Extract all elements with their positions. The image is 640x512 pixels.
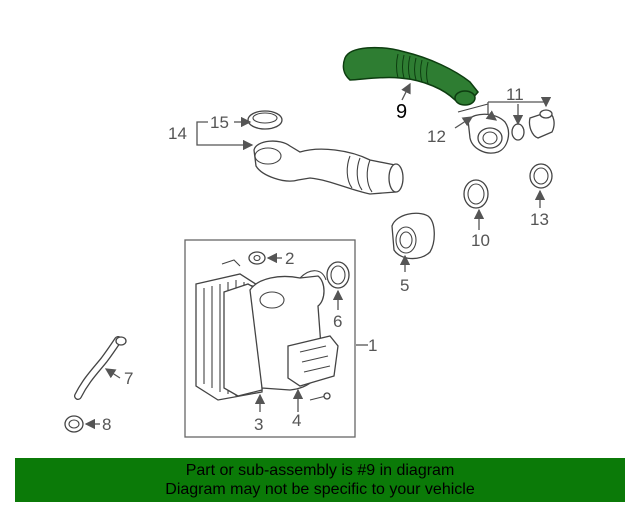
callout-1: 1 bbox=[368, 336, 377, 355]
part-10-clamp[interactable] bbox=[463, 179, 489, 209]
callout-6: 6 bbox=[333, 312, 342, 331]
callout-5: 5 bbox=[400, 276, 409, 295]
callout-3: 3 bbox=[254, 415, 263, 434]
part-1-assembly-box bbox=[184, 239, 356, 438]
callout-14: 14 bbox=[168, 124, 187, 143]
callout-10: 10 bbox=[471, 231, 490, 250]
callout-7: 7 bbox=[124, 369, 133, 388]
callout-12: 12 bbox=[427, 127, 446, 146]
part-8-clip[interactable] bbox=[64, 415, 84, 433]
banner-line-2: Diagram may not be specific to your vehi… bbox=[165, 481, 475, 498]
part-4-lower-housing[interactable] bbox=[287, 335, 339, 387]
part-3-filter-element[interactable] bbox=[195, 273, 263, 401]
part-12-clamp[interactable] bbox=[457, 103, 489, 113]
part-11-clamp-ring[interactable] bbox=[511, 123, 525, 141]
part-13-clamp[interactable] bbox=[529, 163, 553, 189]
part-bolt[interactable] bbox=[309, 392, 331, 401]
part-7-drain-hose[interactable] bbox=[74, 336, 127, 400]
banner-line-1: Part or sub-assembly is #9 in diagram bbox=[185, 462, 455, 479]
callout-11: 11 bbox=[506, 85, 524, 104]
callout-9: 9 bbox=[396, 101, 407, 123]
part-11-connector[interactable] bbox=[528, 109, 555, 139]
callout-13: 13 bbox=[530, 210, 549, 229]
part-15-cap[interactable] bbox=[247, 110, 283, 130]
callout-15: 15 bbox=[210, 113, 229, 132]
callout-8: 8 bbox=[102, 415, 111, 434]
part-2-grommet[interactable] bbox=[221, 251, 266, 267]
part-5-adapter[interactable] bbox=[391, 212, 435, 260]
part-9-intake-hose[interactable] bbox=[342, 46, 479, 106]
callout-2: 2 bbox=[285, 249, 294, 268]
parts-diagram: 9 11 12 13 10 5 6 2 1 3 4 15 14 7 8 bbox=[64, 46, 555, 438]
part-6-seal[interactable] bbox=[326, 261, 350, 289]
part-throttle-elbow[interactable] bbox=[467, 113, 510, 154]
leader-lines bbox=[84, 82, 552, 430]
callout-4: 4 bbox=[292, 411, 301, 430]
part-14-resonator-duct[interactable] bbox=[253, 140, 404, 195]
diagram-notice-banner: Part or sub-assembly is #9 in diagram Di… bbox=[15, 458, 625, 502]
